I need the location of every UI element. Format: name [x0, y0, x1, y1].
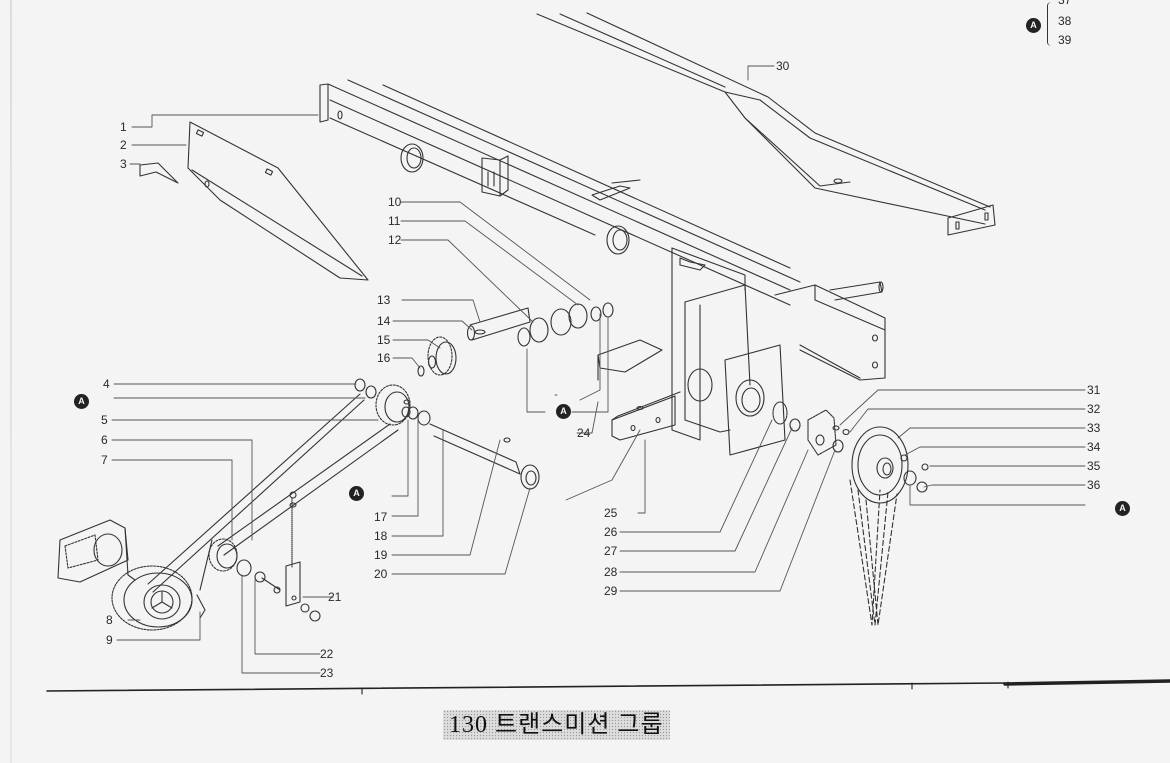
callout-18: 18 — [374, 529, 388, 543]
group-a-marker-icon: A — [349, 486, 364, 501]
callout-4: 4 — [103, 377, 110, 391]
callout-9: 9 — [106, 633, 113, 647]
callout-12: 12 — [388, 233, 402, 247]
group-a-brace — [1047, 2, 1054, 46]
scan-edge — [10, 0, 12, 763]
callout-15: 15 — [377, 333, 391, 347]
callout-6: 6 — [101, 433, 108, 447]
group-a-marker-icon: A — [556, 404, 571, 419]
callout-31: 31 — [1087, 383, 1101, 397]
callout-33: 33 — [1087, 421, 1101, 435]
callout-17: 17 — [374, 510, 388, 524]
part-30-rail — [536, 12, 996, 236]
callout-1: 1 — [120, 120, 127, 134]
callout-21: 21 — [328, 590, 342, 604]
callout-28: 28 — [604, 565, 618, 579]
group-a-marker-icon: A — [74, 394, 89, 409]
main-frame-beam — [319, 79, 801, 306]
part-24-25-brackets — [597, 339, 681, 441]
bottom-rule — [46, 679, 1170, 695]
group-a-item-39: 39 — [1058, 33, 1072, 47]
part-2-cover-plate — [187, 121, 369, 281]
callout-32: 32 — [1087, 402, 1101, 416]
callout-22: 22 — [320, 647, 334, 661]
page-title: 130 트랜스미션 그룹 — [443, 710, 670, 740]
group-a-item-38: 38 — [1058, 14, 1072, 28]
callout-2: 2 — [120, 138, 127, 152]
callout-30: 30 — [776, 59, 790, 73]
group-a-legend-marker-icon: A — [1026, 18, 1041, 33]
callout-34: 34 — [1087, 440, 1101, 454]
callout-13: 13 — [377, 293, 391, 307]
large-sprocket-8 — [57, 519, 213, 631]
callout-16: 16 — [377, 351, 391, 365]
callout-10: 10 — [388, 195, 402, 209]
callout-24: 24 — [577, 426, 591, 440]
callout-7: 7 — [101, 453, 108, 467]
callout-25: 25 — [604, 506, 618, 520]
group-a-marker-icon: A — [1115, 501, 1130, 516]
callout-19: 19 — [374, 548, 388, 562]
callout-23: 23 — [320, 666, 334, 680]
callout-5: 5 — [101, 413, 108, 427]
group-a-item-37: 37 — [1058, 0, 1072, 7]
shaft-group-10-16 — [417, 302, 614, 377]
callout-3: 3 — [120, 157, 127, 171]
callout-36: 36 — [1087, 478, 1101, 492]
callout-14: 14 — [377, 314, 391, 328]
leader-lines — [111, 65, 1086, 674]
callout-8: 8 — [106, 613, 113, 627]
right-bracket-assembly — [671, 247, 886, 456]
callout-35: 35 — [1087, 459, 1101, 473]
drive-chain — [147, 393, 399, 593]
callout-29: 29 — [604, 584, 618, 598]
pulley-group — [772, 401, 929, 626]
callout-27: 27 — [604, 544, 618, 558]
callout-11: 11 — [388, 214, 401, 228]
tensioner-group — [208, 491, 321, 622]
part-3-bracket — [139, 162, 179, 184]
callout-26: 26 — [604, 525, 618, 539]
sprocket-group-upper — [354, 378, 540, 490]
callout-20: 20 — [374, 567, 388, 581]
